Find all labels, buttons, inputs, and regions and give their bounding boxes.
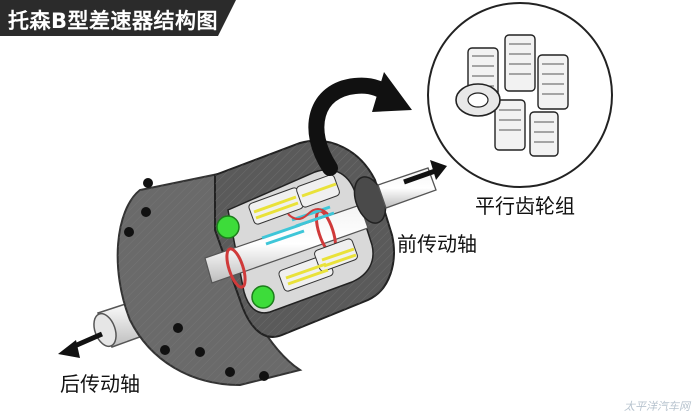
gear-set-zoom — [427, 2, 613, 188]
front-shaft-arrow — [403, 160, 447, 185]
zoom-arrow — [308, 72, 412, 176]
rear-shaft-arrow — [58, 331, 104, 358]
rear-shaft-label: 后传动轴 — [60, 372, 140, 396]
rear-flange — [116, 163, 303, 387]
title-banner-bg — [0, 0, 236, 36]
title-banner: 托森B型差速器结构图 — [0, 0, 236, 36]
page-title: 托森B型差速器结构图 — [8, 9, 219, 33]
internal-gears — [216, 174, 358, 309]
watermark: 太平洋汽车网 — [624, 400, 690, 413]
gear-set-label: 平行齿轮组 — [475, 194, 575, 218]
front-shaft-label: 前传动轴 — [397, 232, 477, 256]
